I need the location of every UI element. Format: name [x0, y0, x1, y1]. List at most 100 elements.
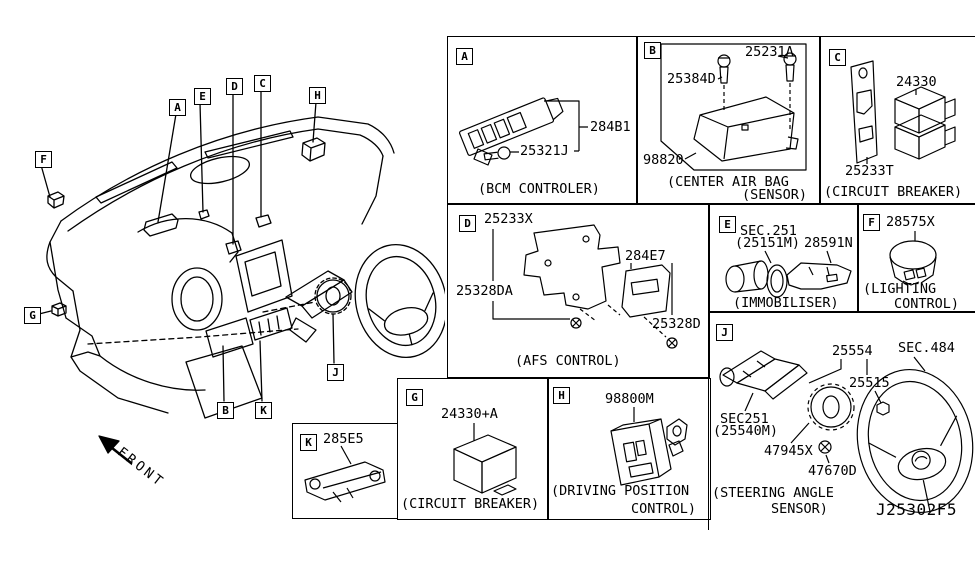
callout-d: D [226, 78, 243, 95]
part-number: 25554 [832, 343, 873, 359]
part-number: 28591N [804, 235, 853, 251]
section-box-d: D 25233X 284E7 25328DA 25328D (AFS CONTR… [447, 204, 710, 378]
part-number: 25231A [745, 44, 794, 60]
section-box-b: B 25231A 25384D 98820 (CENTER AIR BAG (S… [637, 36, 820, 204]
part-number: (25151M) [735, 235, 801, 251]
part-number: 47670D [808, 463, 857, 479]
driving-position-control-illustration [549, 379, 711, 520]
part-number: SEC.484 [898, 340, 955, 356]
callout-c: C [254, 75, 271, 92]
callout-letter: H [314, 89, 321, 102]
circuit-breaker-relay-illustration [398, 379, 548, 520]
callout-letter: B [222, 404, 229, 417]
immobiliser-illustration [709, 205, 858, 312]
section-caption: (IMMOBILISER) [733, 295, 839, 311]
callout-letter: E [199, 90, 206, 103]
callout-k: K [255, 402, 272, 419]
part-number: 24330+A [441, 406, 498, 422]
section-box-f: F 28575X (LIGHTING CONTROL) [858, 204, 975, 312]
bracket-illustration [293, 424, 398, 519]
steering-angle-sensor-illustration [709, 313, 975, 530]
section-letter: B [649, 44, 656, 57]
section-caption: (BCM CONTROLER) [478, 181, 600, 197]
part-number: 24330 [896, 74, 937, 90]
section-letter-badge-e: E [719, 216, 736, 233]
section-letter: A [461, 50, 468, 63]
section-letter: F [868, 216, 875, 229]
section-caption: (AFS CONTROL) [515, 353, 621, 369]
part-number: 284B1 [590, 119, 631, 135]
section-caption: SENSOR) [771, 501, 828, 517]
section-caption: CONTROL) [631, 501, 697, 517]
section-letter-badge-f: F [863, 214, 880, 231]
callout-letter: A [174, 101, 181, 114]
afs-control-illustration [448, 205, 710, 378]
callout-j: J [327, 364, 344, 381]
section-box-k: K 285E5 [292, 423, 398, 519]
callout-a: A [169, 99, 186, 116]
section-box-c: C 24330 25233T (CIRCUIT BREAKER) [820, 36, 975, 204]
section-letter: G [411, 391, 418, 404]
callout-b: B [217, 402, 234, 419]
section-caption: (CIRCUIT BREAKER) [401, 496, 540, 512]
part-number: 25328D [652, 316, 701, 332]
part-number: SEC251 [720, 411, 769, 427]
section-box-e: E SEC.251 (25151M) 28591N (IMMOBILISER) [708, 204, 858, 312]
section-caption: CONTROL) [894, 296, 960, 312]
lighting-control-illustration [859, 205, 975, 312]
section-box-a: A 284B1 25321J (BCM CONTROLER) [447, 36, 637, 204]
callout-e: E [194, 88, 211, 105]
airbag-sensor-illustration [638, 37, 820, 204]
section-letter-badge-j: J [716, 324, 733, 341]
part-number: 25233X [484, 211, 533, 227]
section-caption: (STEERING ANGLE [712, 485, 834, 501]
section-letter: D [464, 217, 471, 230]
section-caption: (DRIVING POSITION [551, 483, 690, 499]
part-number: (25540M) [713, 423, 779, 439]
section-box-g: G 24330+A (CIRCUIT BREAKER) [397, 378, 548, 520]
section-box-h: H 98800M (DRIVING POSITION CONTROL) [548, 378, 711, 520]
part-number: 25328DA [456, 283, 513, 299]
section-letter: E [724, 218, 731, 231]
section-caption: (SENSOR) [742, 187, 808, 203]
part-number: 25321J [520, 143, 569, 159]
part-number: 284E7 [625, 248, 666, 264]
section-letter-badge-b: B [644, 42, 661, 59]
part-number: 25384D [667, 71, 716, 87]
dashboard-illustration [0, 0, 445, 566]
section-caption: (LIGHTING [863, 281, 937, 297]
section-caption: (CIRCUIT BREAKER) [824, 184, 963, 200]
part-number: 98800M [605, 391, 654, 407]
callout-letter: G [29, 309, 36, 322]
section-box-j: J 25554 SEC.484 25515 SEC251 (25540M) 47… [708, 312, 975, 530]
callout-f: F [35, 151, 52, 168]
callout-letter: F [40, 153, 47, 166]
section-letter-badge-c: C [829, 49, 846, 66]
section-letter: J [721, 326, 728, 339]
part-number: 28575X [886, 214, 935, 230]
callout-h: H [309, 87, 326, 104]
section-letter: H [558, 389, 565, 402]
bcm-module-illustration [448, 37, 637, 204]
section-letter-badge-g: G [406, 389, 423, 406]
callout-letter: C [259, 77, 266, 90]
callout-letter: J [332, 366, 339, 379]
section-caption: (CENTER AIR BAG [667, 174, 789, 190]
section-letter: C [834, 51, 841, 64]
callout-letter: D [231, 80, 238, 93]
part-number: 25515 [849, 375, 890, 391]
section-letter-badge-k: K [300, 434, 317, 451]
diagram-code: J25302F5 [876, 500, 958, 519]
section-letter: K [305, 436, 312, 449]
section-letter-badge-a: A [456, 48, 473, 65]
callout-letter: K [260, 404, 267, 417]
circuit-breaker-illustration [821, 37, 975, 204]
callout-g: G [24, 307, 41, 324]
part-number: 285E5 [323, 431, 364, 447]
section-letter-badge-d: D [459, 215, 476, 232]
part-number: SEC.251 [740, 223, 797, 239]
part-number: 98820 [643, 152, 684, 168]
part-number: 47945X [764, 443, 813, 459]
part-number: 25233T [845, 163, 894, 179]
